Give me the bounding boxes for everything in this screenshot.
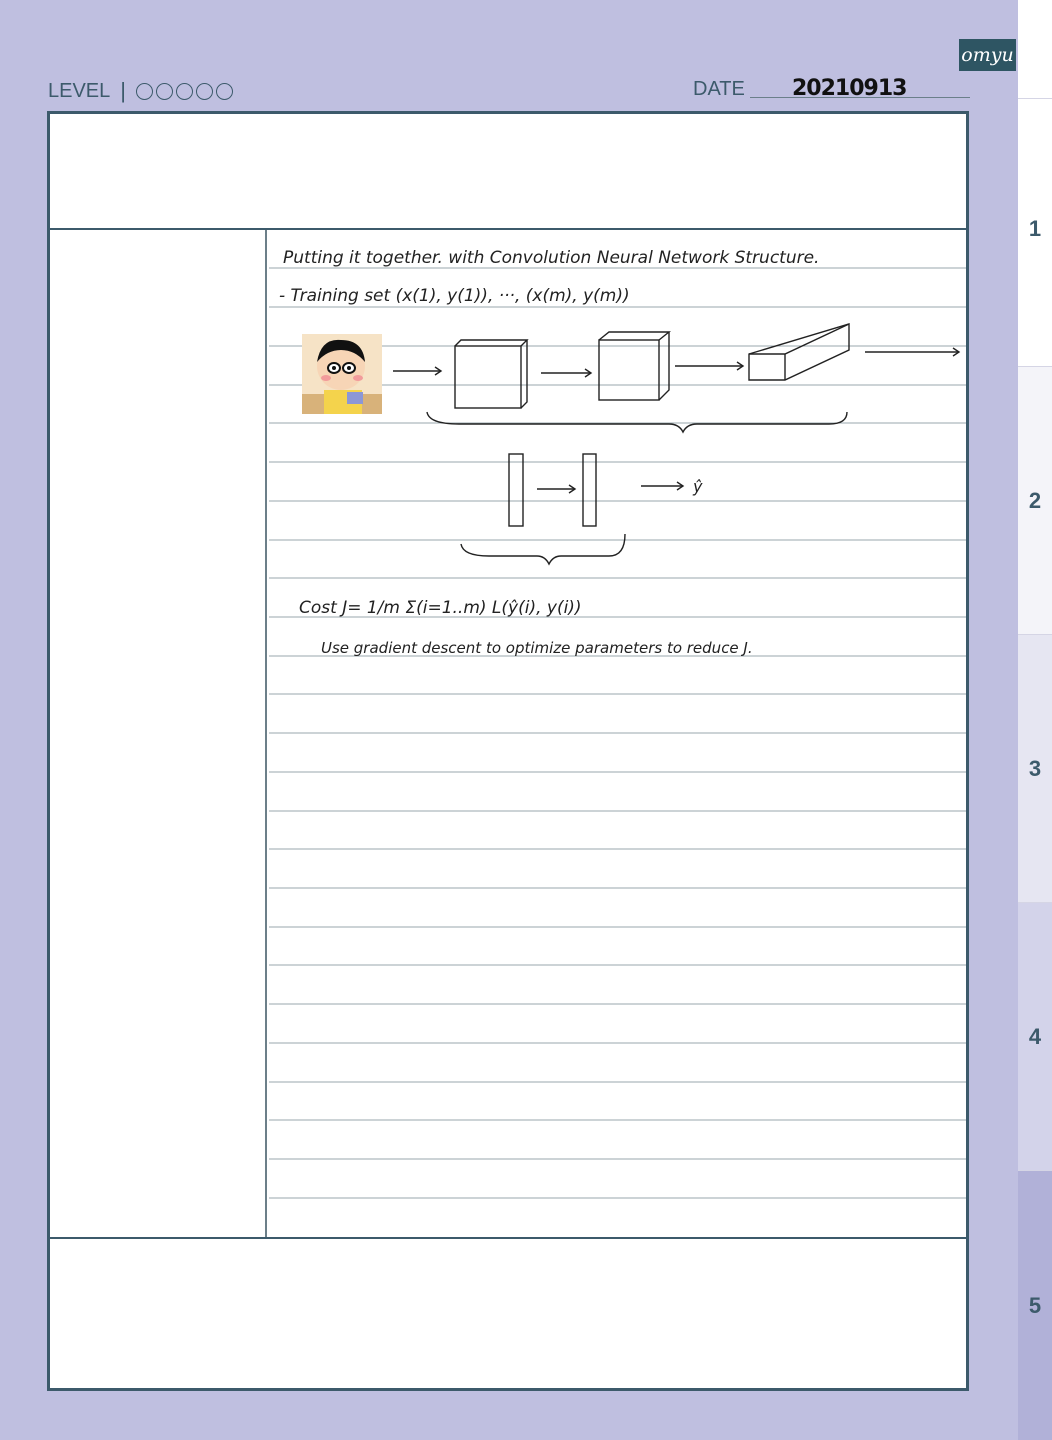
date-label: DATE bbox=[693, 78, 745, 100]
level-circle-4[interactable] bbox=[195, 82, 213, 100]
y-hat-label: ŷ bbox=[692, 477, 703, 496]
note-line-training-set: - Training set (x(1), y(1)), ···, (x(m),… bbox=[279, 286, 630, 306]
tab-5-label: 5 bbox=[1028, 1292, 1042, 1318]
tab-1[interactable]: 1 bbox=[1018, 98, 1052, 366]
notes-area[interactable]: Putting it together. with Convolution Ne… bbox=[269, 230, 966, 1237]
date-underline bbox=[750, 97, 970, 98]
level-circle-1[interactable] bbox=[135, 82, 153, 100]
date-value[interactable]: 20210913 bbox=[792, 76, 907, 101]
tab-4[interactable]: 4 bbox=[1018, 902, 1052, 1170]
cue-column[interactable] bbox=[50, 230, 267, 1239]
tab-3-label: 3 bbox=[1028, 755, 1042, 781]
tab-4-label: 4 bbox=[1028, 1023, 1042, 1049]
note-line-title: Putting it together. with Convolution Ne… bbox=[283, 248, 820, 268]
tab-2[interactable]: 2 bbox=[1018, 366, 1052, 634]
tab-3[interactable]: 3 bbox=[1018, 634, 1052, 902]
level-circle-2[interactable] bbox=[155, 82, 173, 100]
app-logo[interactable]: omyu bbox=[959, 39, 1016, 71]
title-area[interactable] bbox=[50, 114, 966, 230]
tab-5[interactable]: 5 bbox=[1018, 1170, 1052, 1440]
level-indicator: LEVEL | bbox=[48, 78, 233, 104]
summary-area[interactable] bbox=[50, 1237, 966, 1391]
tab-2-label: 2 bbox=[1028, 487, 1042, 513]
ruled-lines bbox=[269, 267, 966, 1199]
cost-function: Cost J= 1/m Σ(i=1..m) L(ŷ(i), y(i)) bbox=[299, 598, 582, 618]
level-label: LEVEL bbox=[48, 79, 111, 102]
cnn-diagram: ŷ bbox=[302, 323, 961, 566]
level-circle-5[interactable] bbox=[215, 82, 233, 100]
gradient-descent-note: Use gradient descent to optimize paramet… bbox=[321, 639, 753, 657]
level-separator: | bbox=[120, 78, 126, 103]
tab-top-blank bbox=[1018, 0, 1052, 98]
section-tabs: 1 2 3 4 5 bbox=[1018, 0, 1052, 1440]
tab-1-label: 1 bbox=[1028, 215, 1042, 241]
level-circles bbox=[135, 82, 233, 100]
note-page[interactable]: Putting it together. with Convolution Ne… bbox=[47, 111, 969, 1391]
input-image-icon bbox=[302, 334, 382, 414]
level-circle-3[interactable] bbox=[175, 82, 193, 100]
